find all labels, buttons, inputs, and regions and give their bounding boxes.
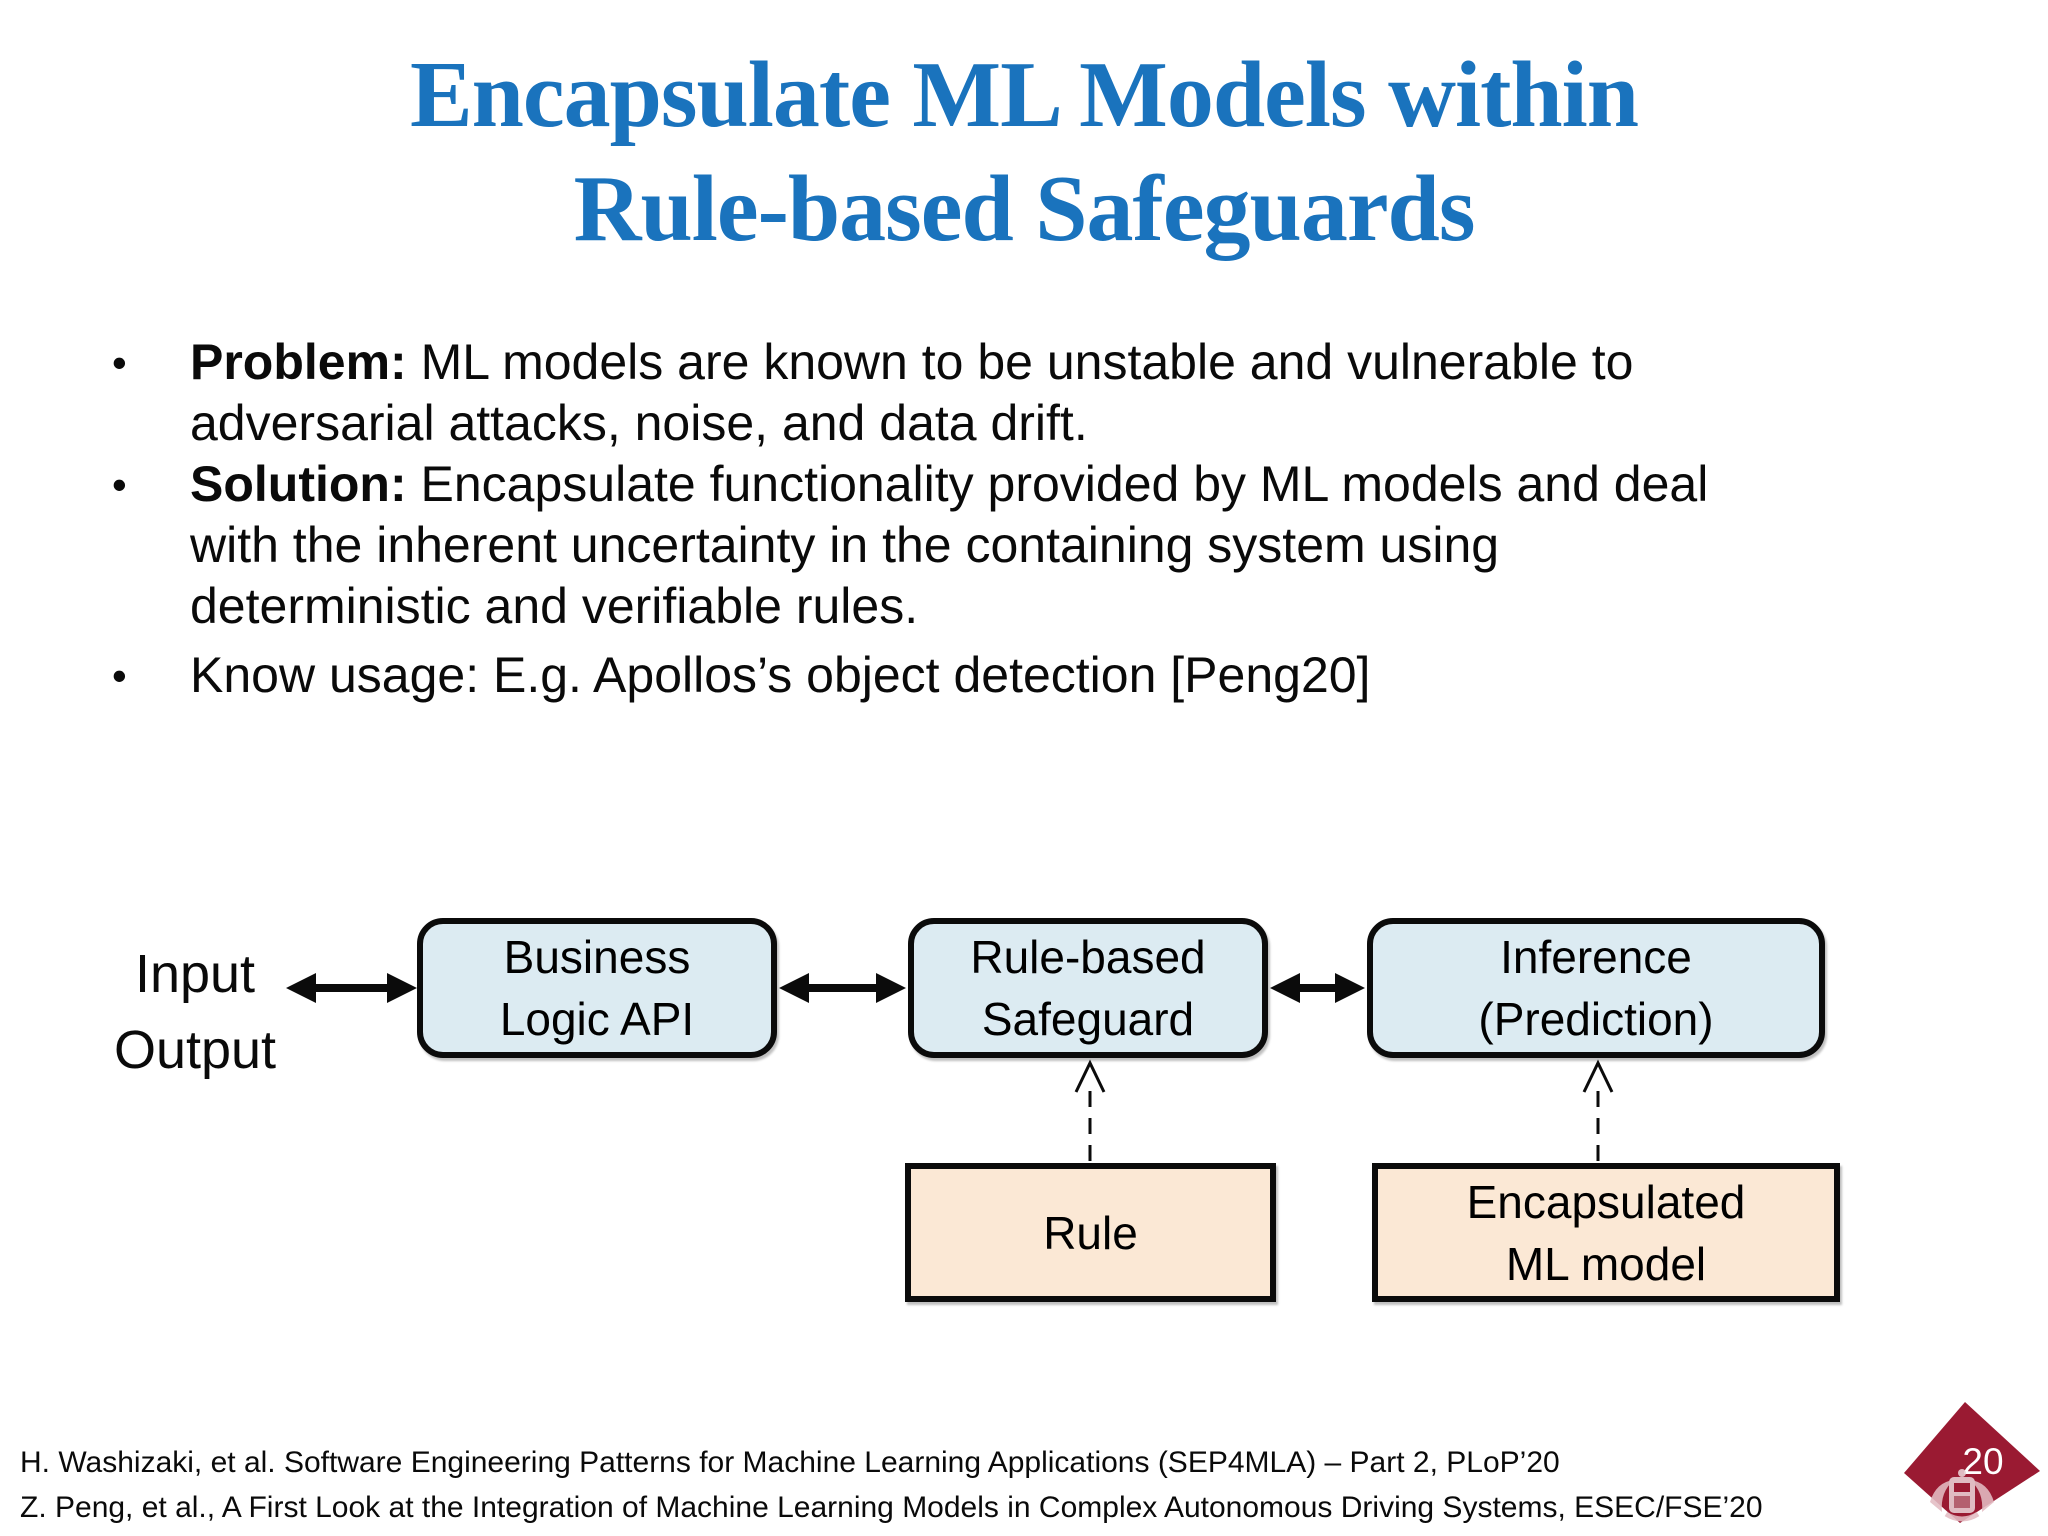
- page-diamond: 20: [1904, 1402, 2040, 1523]
- rule-line1: Rule: [1043, 1206, 1138, 1259]
- bullet-solution-label: Solution:: [190, 456, 407, 512]
- bullet-marker: •: [112, 339, 127, 386]
- bullet-problem-line1: Problem: ML models are known to be unsta…: [190, 332, 1968, 393]
- bullet-problem-line2: adversarial attacks, noise, and data dri…: [190, 395, 1088, 451]
- rule-based-safeguard-line1: Rule-based: [970, 931, 1206, 983]
- inference-prediction-box: Inference (Prediction): [1367, 918, 1825, 1058]
- encapsulated-ml-model-line1: Encapsulated: [1466, 1175, 1746, 1228]
- bullet-solution-line3: deterministic and verifiable rules.: [190, 578, 919, 634]
- bullet-problem-label: Problem:: [190, 334, 407, 390]
- slide-title-line2: Rule-based Safeguards: [573, 157, 1476, 261]
- bullet-list: • Problem: ML models are known to be uns…: [108, 332, 1968, 706]
- encapsulated-ml-model-box: Encapsulated ML model: [1372, 1163, 1840, 1302]
- bullet-solution-line1: Solution: Encapsulate functionality prov…: [190, 454, 1968, 515]
- inference-prediction-line2: (Prediction): [1478, 993, 1714, 1045]
- business-logic-api-box: Business Logic API: [417, 918, 777, 1058]
- university-crest-icon: [1930, 1469, 1994, 1522]
- encapsulated-ml-model-line2: ML model: [1505, 1237, 1707, 1290]
- slide-title-line1: Encapsulate ML Models within: [409, 43, 1639, 147]
- citation-peng: Z. Peng, et al., A First Look at the Int…: [20, 1491, 1763, 1524]
- dashed-arrow-rule-safeguard: [1074, 1059, 1106, 1161]
- rule-based-safeguard-line2: Safeguard: [981, 993, 1195, 1045]
- bullet-solution-line2: with the inherent uncertainty in the con…: [190, 517, 1500, 573]
- bullet-problem-line1-text: ML models are known to be unstable and v…: [406, 334, 1634, 390]
- bullet-known-usage-text: Know usage: E.g. Apollos’s object detect…: [190, 645, 1968, 706]
- page-number: 20: [1962, 1441, 2003, 1482]
- inference-prediction-line1: Inference: [1500, 931, 1692, 983]
- bullet-marker: •: [112, 652, 127, 699]
- footer-citations: H. Washizaki, et al. Software Engineerin…: [20, 1440, 1900, 1530]
- citation-washizaki: H. Washizaki, et al. Software Engineerin…: [20, 1446, 1560, 1479]
- rule-box: Rule: [905, 1163, 1276, 1302]
- rule-based-safeguard-box: Rule-based Safeguard: [908, 918, 1268, 1058]
- bullet-marker: •: [112, 461, 127, 508]
- business-logic-api-line1: Business: [503, 931, 691, 983]
- input-output-label: Input Output: [85, 936, 305, 1088]
- bullet-solution: • Solution: Encapsulate functionality pr…: [108, 454, 1968, 637]
- bullet-solution-line1-text: Encapsulate functionality provided by ML…: [406, 456, 1709, 512]
- bidirectional-arrow-io-business: [286, 973, 417, 1003]
- bullet-solution-text: Solution: Encapsulate functionality prov…: [190, 454, 1968, 637]
- slide-title: Encapsulate ML Models within Rule-based …: [0, 38, 2048, 266]
- bidirectional-arrow-business-safeguard: [779, 973, 906, 1003]
- bullet-problem: • Problem: ML models are known to be uns…: [108, 332, 1968, 454]
- input-label: Input: [134, 944, 256, 1004]
- bullet-problem-text: Problem: ML models are known to be unsta…: [190, 332, 1968, 454]
- bullet-known-usage: • Know usage: E.g. Apollos’s object dete…: [108, 645, 1968, 706]
- dashed-arrow-model-inference: [1582, 1059, 1614, 1161]
- bidirectional-arrow-safeguard-inference: [1270, 973, 1365, 1003]
- business-logic-api-line2: Logic API: [499, 993, 695, 1045]
- output-label: Output: [113, 1020, 277, 1080]
- bullet-known-usage-line1: Know usage: E.g. Apollos’s object detect…: [190, 647, 1371, 703]
